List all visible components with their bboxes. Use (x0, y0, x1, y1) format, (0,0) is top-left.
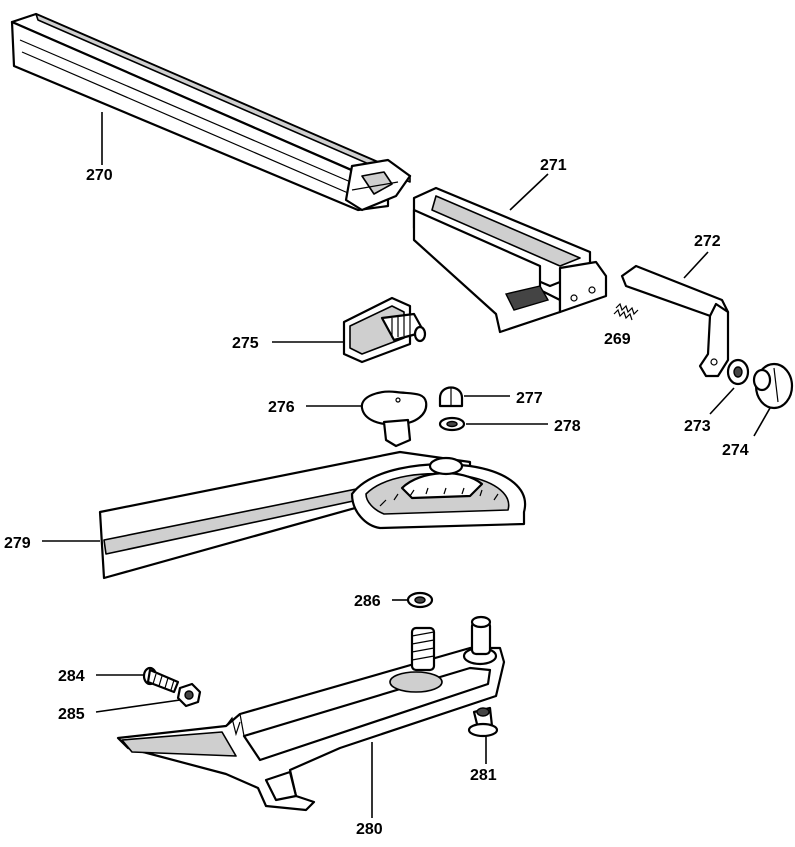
label-273: 273 (684, 418, 711, 435)
label-270: 270 (86, 167, 113, 184)
label-284: 284 (58, 668, 85, 685)
washer-273 (726, 358, 750, 386)
acorn-nut-277 (438, 386, 464, 408)
label-275: 275 (232, 335, 259, 352)
lock-knob-276 (360, 390, 428, 448)
stop-stud (470, 615, 492, 656)
bolt-284 (142, 666, 180, 694)
label-274: 274 (722, 442, 749, 459)
lock-lever-272 (620, 264, 730, 378)
label-286: 286 (354, 593, 381, 610)
label-280: 280 (356, 821, 383, 838)
leader-272 (683, 251, 709, 279)
fence-rail-270 (10, 12, 412, 212)
leader-274 (753, 407, 771, 437)
hex-nut-285 (176, 682, 202, 708)
washer-286 (406, 591, 434, 609)
label-271: 271 (540, 157, 567, 174)
label-279: 279 (4, 535, 31, 552)
pivot-stud (410, 626, 436, 672)
leader-271 (509, 173, 549, 211)
miter-fence-279 (98, 450, 527, 580)
label-277: 277 (516, 390, 543, 407)
label-281: 281 (470, 767, 497, 784)
clamp-block-275 (342, 296, 427, 364)
label-285: 285 (58, 706, 85, 723)
label-272: 272 (694, 233, 721, 250)
washer-278 (438, 416, 466, 432)
label-278: 278 (554, 418, 581, 435)
miter-bar-280 (116, 646, 506, 812)
leader-273 (709, 387, 735, 415)
leader-285 (95, 699, 181, 713)
label-276: 276 (268, 399, 295, 416)
spring-269 (613, 302, 639, 321)
label-269: 269 (604, 331, 631, 348)
fence-head-271 (412, 186, 608, 334)
stop-screw-281 (467, 706, 499, 738)
knob-274 (752, 362, 794, 410)
